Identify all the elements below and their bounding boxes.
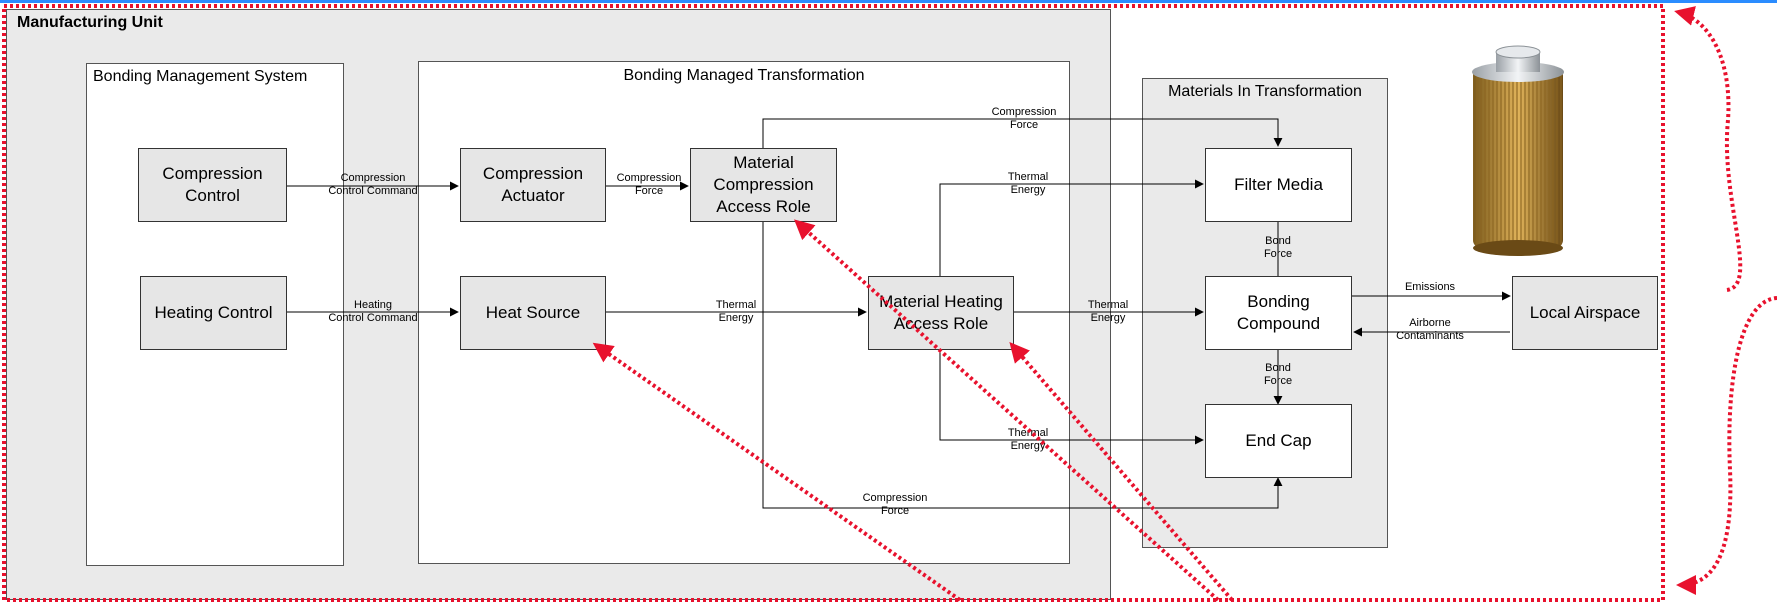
compression-force-bottom-label: Compression Force bbox=[863, 492, 928, 518]
compression-force-bottom-line bbox=[763, 222, 1278, 508]
filter-media-block[interactable]: Filter Media bbox=[1205, 148, 1352, 222]
material-heating-access-role-block[interactable]: Material Heating Access Role bbox=[868, 276, 1014, 350]
heat-source-block[interactable]: Heat Source bbox=[460, 276, 606, 350]
bond-force-lower-label: Bond Force bbox=[1264, 362, 1292, 388]
compression-actuator-block[interactable]: Compression Actuator bbox=[460, 148, 606, 222]
bond-force-upper-label: Bond Force bbox=[1264, 235, 1292, 261]
local-airspace-block[interactable]: Local Airspace bbox=[1512, 276, 1658, 350]
thermal-energy-filter-media-line bbox=[940, 184, 1203, 276]
material-compression-access-role-block[interactable]: Material Compression Access Role bbox=[690, 148, 837, 222]
thermal-energy-heat-source-label: Thermal Energy bbox=[716, 299, 756, 325]
heating-control-block[interactable]: Heating Control bbox=[140, 276, 287, 350]
airborne-contaminants-label: Airborne Contaminants bbox=[1396, 317, 1464, 343]
compression-control-block[interactable]: Compression Control bbox=[138, 148, 287, 222]
thermal-energy-filter-media-label: Thermal Energy bbox=[1008, 171, 1048, 197]
thermal-energy-end-cap-label: Thermal Energy bbox=[1008, 427, 1048, 453]
end-cap-block[interactable]: End Cap bbox=[1205, 404, 1352, 478]
thermal-energy-bonding-compound-label: Thermal Energy bbox=[1088, 299, 1128, 325]
heating-control-command-label: Heating Control Command bbox=[328, 299, 417, 325]
compression-force-actuator-label: Compression Force bbox=[617, 172, 682, 198]
emissions-label: Emissions bbox=[1405, 281, 1455, 294]
compression-control-command-label: Compression Control Command bbox=[328, 172, 417, 198]
compression-force-top-label: Compression Force bbox=[992, 106, 1057, 132]
bonding-compound-block[interactable]: Bonding Compound bbox=[1205, 276, 1352, 350]
thermal-energy-end-cap-line bbox=[940, 350, 1203, 440]
